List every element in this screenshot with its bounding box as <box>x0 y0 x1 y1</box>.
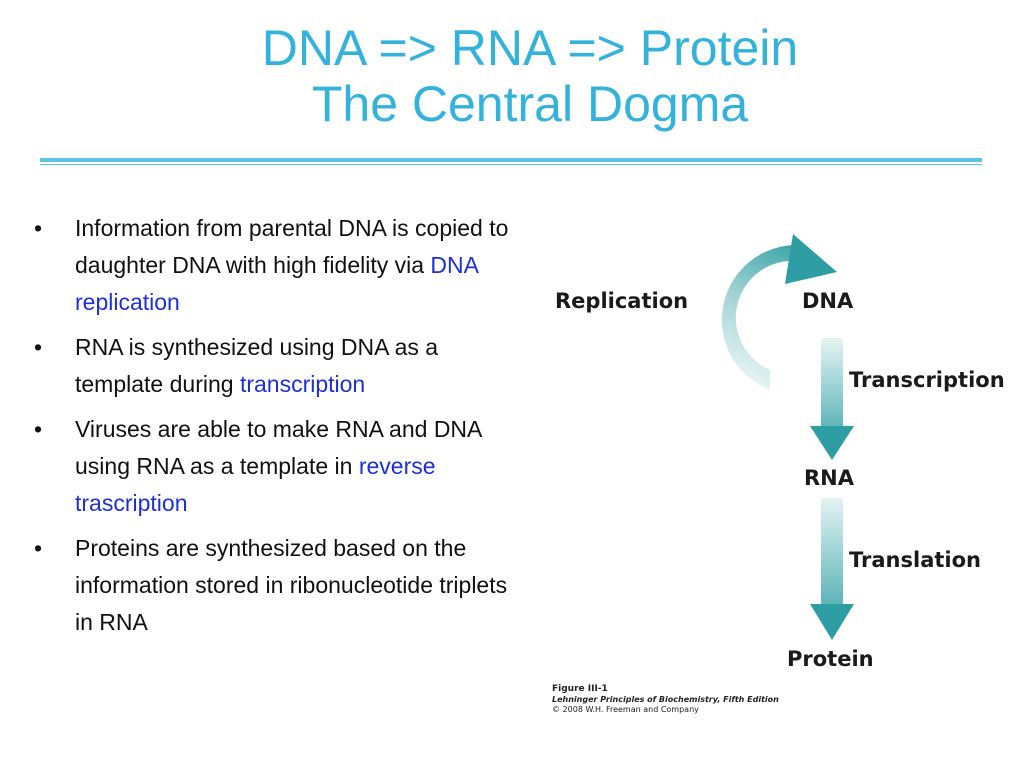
bullet-text: Viruses are able to make RNA and DNA usi… <box>75 416 482 479</box>
title-divider-thick <box>40 158 982 162</box>
figure-caption-title: Figure III-1 <box>552 684 608 694</box>
bullet-text: Proteins are synthesized based on the in… <box>75 535 508 635</box>
bullet-item: • Proteins are synthesized based on the i… <box>30 530 520 641</box>
replication-loop-arrow <box>721 244 799 390</box>
figure-caption-copyright: © 2008 W.H. Freeman and Company <box>552 705 699 714</box>
slide-title: DNA => RNA => Protein The Central Dogma <box>0 20 1024 132</box>
title-line-2: The Central Dogma <box>311 76 749 132</box>
figure-caption-source: Lehninger Principles of Biochemistry, Fi… <box>552 695 779 704</box>
bullet-item: • Viruses are able to make RNA and DNA us… <box>30 411 520 522</box>
replication-arrowhead <box>785 234 837 284</box>
label-protein: Protein <box>787 647 874 671</box>
title-divider-thin <box>40 164 982 165</box>
label-dna: DNA <box>802 289 854 313</box>
bullet-text: Information from parental DNA is copied … <box>75 215 509 278</box>
bullet-highlight: transcription <box>239 371 366 397</box>
title-line-1: DNA => RNA => Protein <box>261 20 799 76</box>
bullet-item: • Information from parental DNA is copied… <box>30 210 520 321</box>
bullet-marker: • <box>34 416 43 442</box>
bullet-item: • RNA is synthesized using DNA as a templ… <box>30 329 520 403</box>
translation-arrowhead <box>810 604 854 640</box>
bullet-marker: • <box>34 535 43 561</box>
bullet-highlight: DNA replication <box>75 252 478 315</box>
label-rna: RNA <box>804 466 855 490</box>
transcription-arrowhead <box>810 426 854 460</box>
bullet-marker: • <box>34 334 43 360</box>
transcription-arrow-shaft <box>821 338 843 428</box>
bullet-list: • Information from parental DNA is copied… <box>30 210 520 649</box>
label-replication: Replication <box>555 289 688 313</box>
label-transcription: Transcription <box>849 368 1005 392</box>
central-dogma-figure: Replication DNA Transcription RNA Transl… <box>552 234 1005 714</box>
bullet-highlight: reverse trascription <box>75 453 436 516</box>
bullet-text: RNA is synthesized using DNA as a templa… <box>75 334 439 397</box>
label-translation: Translation <box>849 548 981 572</box>
bullet-marker: • <box>34 215 43 241</box>
translation-arrow-shaft <box>821 498 843 606</box>
